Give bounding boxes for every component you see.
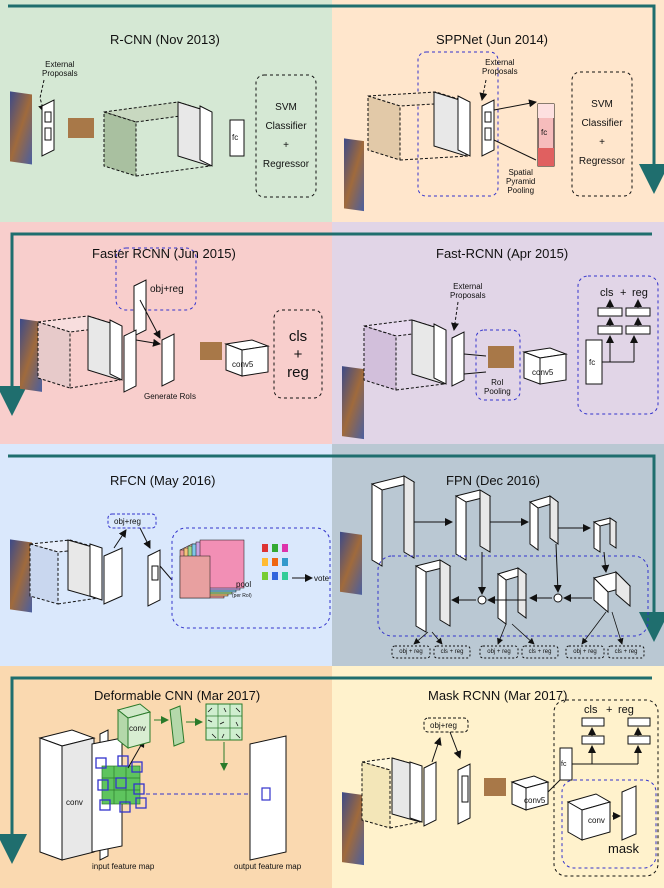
- flow-arrows: [0, 4, 664, 864]
- mask-plus-label: +: [606, 704, 613, 716]
- faster-rcnn-title: Faster RCNN (Jun 2015): [92, 246, 236, 261]
- sppnet-classifier-label: SVM Classifier + Regressor: [578, 99, 626, 167]
- mask-conv-label: conv: [588, 816, 605, 825]
- faster-conv5-label: conv5: [232, 360, 254, 369]
- fast-external-proposals-label: External Proposals: [450, 282, 486, 300]
- mask-rcnn-graphics: [342, 699, 659, 877]
- faster-rcnn-graphics: [20, 247, 323, 399]
- rcnn-graphics: [10, 74, 317, 198]
- mask-rcnn-title: Mask RCNN (Mar 2017): [428, 688, 568, 703]
- rfcn-position-grid: [262, 544, 288, 580]
- rfcn-vote-label: vote: [314, 574, 330, 583]
- fast-conv5-label: conv5: [532, 368, 554, 377]
- sppnet-graphics: [344, 51, 633, 212]
- fpn-head-label: cls + reg: [528, 649, 552, 655]
- mask-fc-label: fc: [561, 761, 567, 768]
- fast-roi-pooling-label: RoI Pooling: [484, 378, 511, 396]
- fpn-graphics: [340, 475, 649, 659]
- sppnet-spp-label: Spatial Pyramid Pooling: [506, 168, 536, 195]
- mask-reg-label: reg: [618, 704, 634, 716]
- fast-reg-label: reg: [632, 287, 648, 299]
- rcnn-fc-label: fc: [232, 133, 239, 142]
- fpn-head-label: obj + reg: [487, 649, 511, 655]
- deformable-output-label: output feature map: [234, 862, 302, 871]
- fast-rcnn-title: Fast-RCNN (Apr 2015): [436, 246, 569, 261]
- faster-objreg-label: obj+reg: [150, 284, 184, 295]
- mask-objreg-label: obj+reg: [430, 721, 457, 730]
- rcnn-classifier-label: SVM Classifier + Regressor: [262, 102, 310, 170]
- mask-cls-label: cls: [584, 704, 598, 716]
- deformable-input-label: input feature map: [92, 862, 155, 871]
- rfcn-score-maps: [179, 539, 245, 599]
- fast-plus-label: +: [620, 287, 627, 299]
- mask-mask-label: mask: [608, 841, 640, 856]
- mask-conv5-label: conv5: [524, 796, 546, 805]
- faster-generate-rois-label: Generate RoIs: [144, 392, 197, 401]
- rfcn-graphics: [10, 513, 331, 629]
- sppnet-title: SPPNet (Jun 2014): [436, 32, 549, 47]
- fpn-head-label: cls + reg: [440, 649, 464, 655]
- rfcn-objreg-label: obj+reg: [114, 517, 141, 526]
- fpn-head-label: obj + reg: [573, 649, 597, 655]
- fast-fc-label: fc: [589, 358, 596, 367]
- deformable-cnn-title: Deformable CNN (Mar 2017): [94, 688, 261, 703]
- rfcn-pool-label: pool: [236, 580, 252, 589]
- rcnn-title: R-CNN (Nov 2013): [110, 32, 220, 47]
- rfcn-per-roi-label: (per RoI): [232, 593, 252, 599]
- fpn-head-label: obj + reg: [399, 649, 423, 655]
- sppnet-external-proposals-label: External Proposals: [482, 58, 518, 76]
- sppnet-fc-label: fc: [541, 128, 548, 137]
- fpn-head-label: cls + reg: [614, 649, 638, 655]
- fast-cls-label: cls: [600, 287, 614, 299]
- deformable-conv-top-label: conv: [129, 724, 146, 733]
- deformable-cnn-graphics: [38, 703, 287, 861]
- faster-clsreg-label: cls + reg: [287, 328, 309, 381]
- rfcn-title: RFCN (May 2016): [110, 473, 216, 488]
- fpn-title: FPN (Dec 2016): [446, 473, 540, 488]
- deformable-conv-left-label: conv: [66, 798, 83, 807]
- fast-rcnn-graphics: [342, 275, 659, 440]
- rcnn-external-proposals-label: External Proposals: [42, 60, 78, 78]
